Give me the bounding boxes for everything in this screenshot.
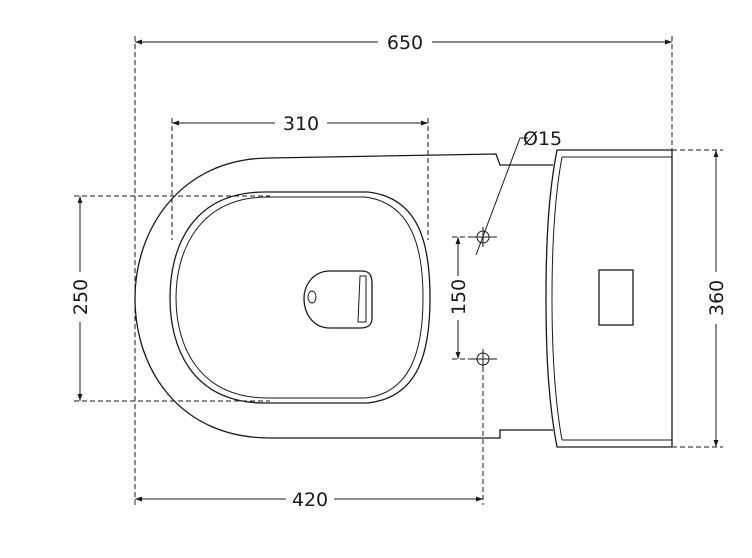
cistern-body <box>545 149 673 448</box>
dim-label-d15: Ø15 <box>523 128 562 150</box>
dimension-front-to-fixing: 420 <box>135 489 483 511</box>
dimension-fixing-diameter: Ø15 <box>475 128 562 256</box>
seat-opening-outer <box>169 191 431 404</box>
dimension-fixing-spacing: 150 <box>448 237 470 359</box>
dim-label-360: 360 <box>706 280 728 316</box>
cistern-front-edge <box>551 156 672 441</box>
fixing-hole-bottom <box>473 349 493 369</box>
dim-label-250: 250 <box>70 279 92 315</box>
dimension-overall-length: 650 <box>135 32 672 54</box>
bowl-rim-top <box>269 153 553 166</box>
dim-label-310: 310 <box>283 113 319 135</box>
drain-outlet-inner <box>357 275 367 323</box>
dimension-seat-length: 310 <box>172 113 428 135</box>
drain-hole <box>307 290 317 304</box>
dim-label-150: 150 <box>448 279 470 315</box>
seat-opening-inner <box>175 196 424 399</box>
bowl-outer-rim <box>134 157 553 439</box>
drain-outlet <box>303 270 373 329</box>
toilet-outline <box>134 149 673 448</box>
flush-button <box>598 269 634 326</box>
dimension-seat-width: 250 <box>70 196 92 401</box>
dim-label-650: 650 <box>387 32 423 54</box>
dim-label-420: 420 <box>292 489 328 511</box>
dimension-overall-width: 360 <box>706 150 728 447</box>
